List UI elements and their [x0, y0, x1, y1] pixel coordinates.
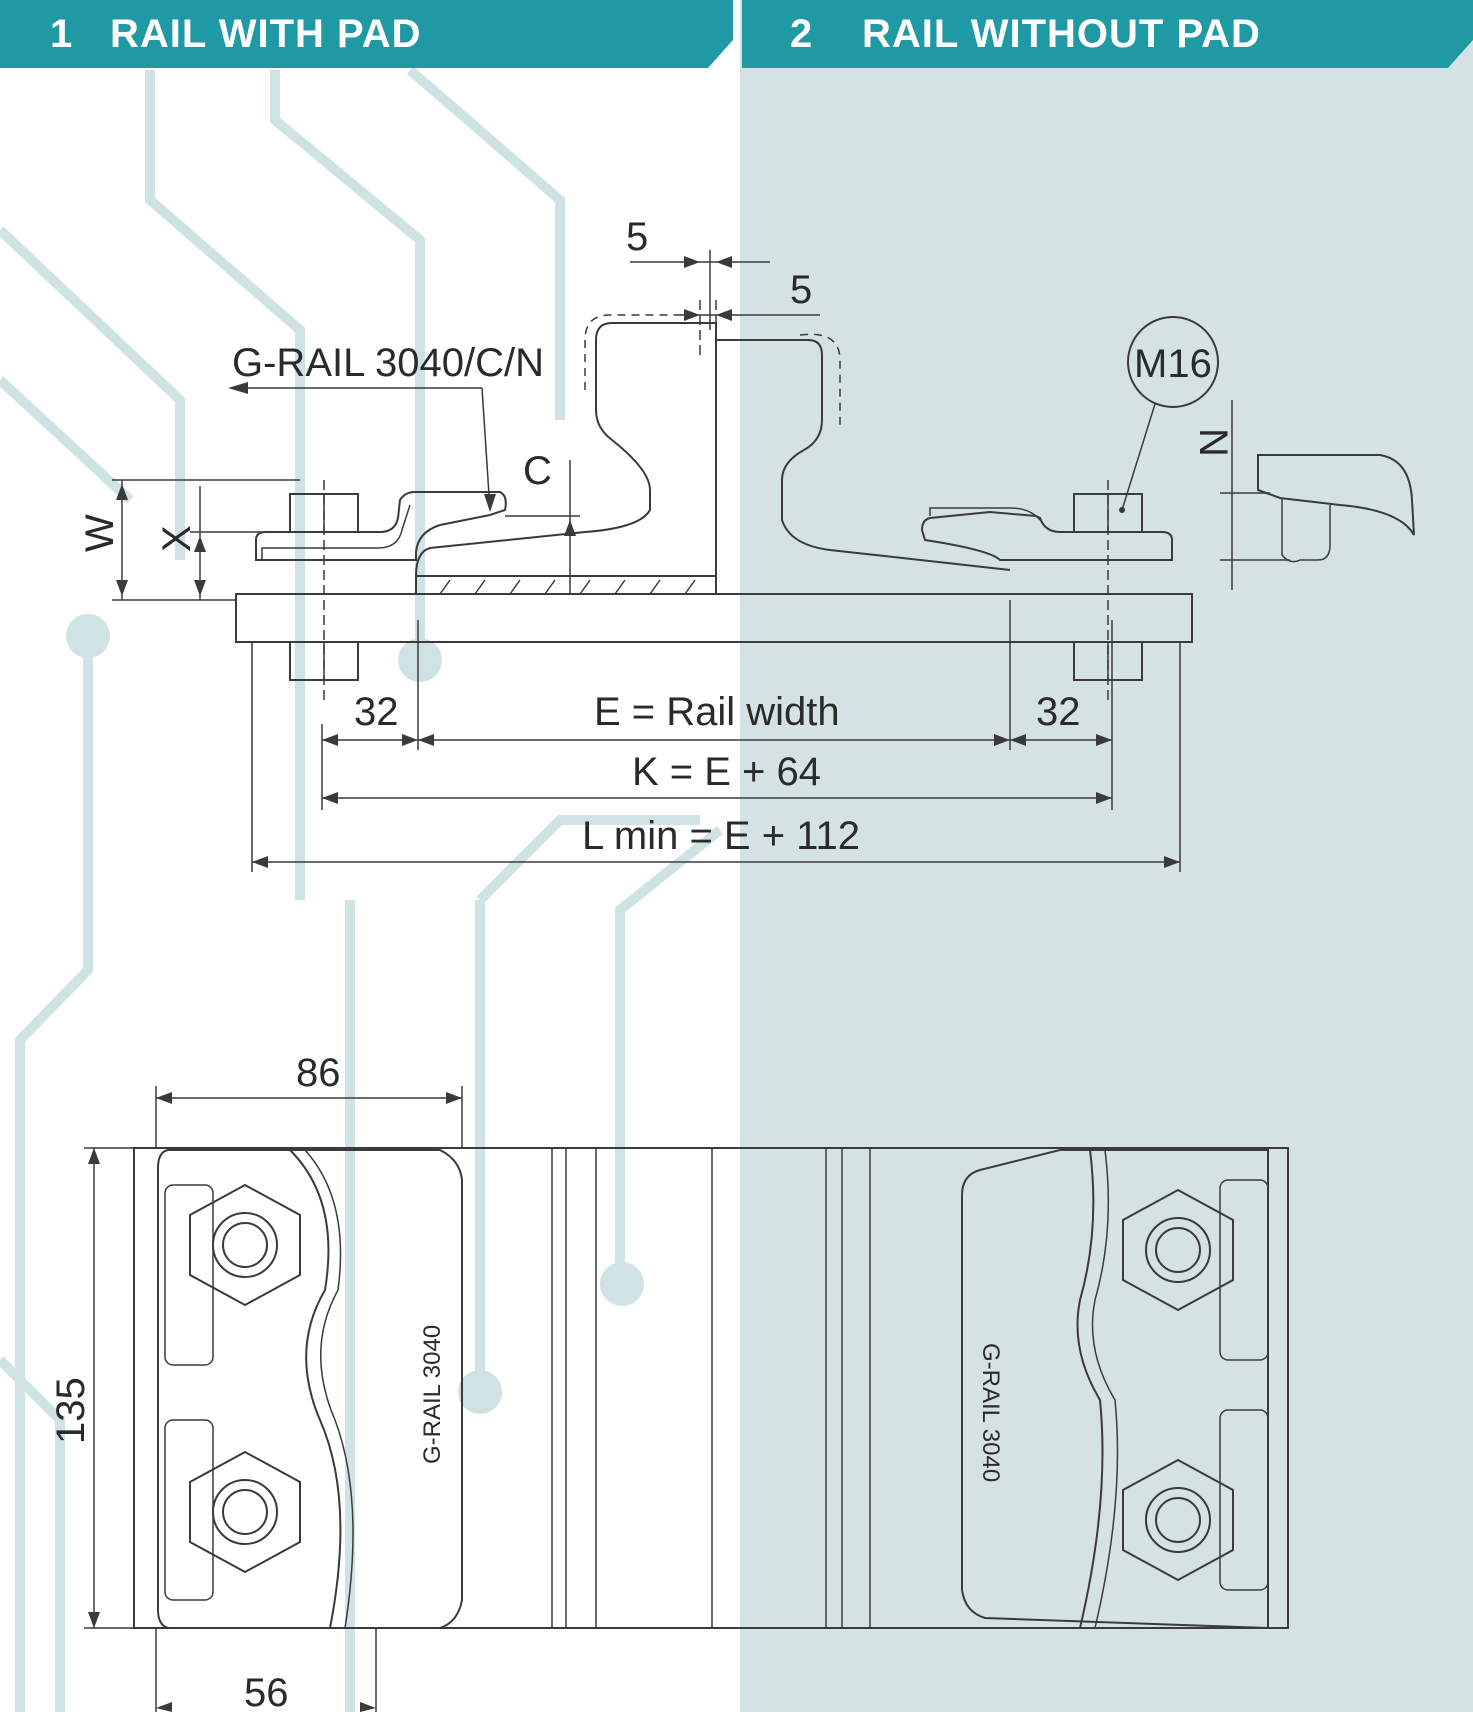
banner-1-number: 1: [50, 11, 74, 56]
right-clip-side: [920, 510, 1173, 561]
clip-left-text: G-RAIL 3040: [419, 1325, 446, 1464]
nose-detail: [1257, 454, 1415, 536]
right-nut-bottom-plan: [1122, 1458, 1234, 1582]
dim-x-label: X: [155, 525, 199, 552]
right-panel-background: [740, 0, 1473, 1712]
dim-n-label: N: [1191, 428, 1235, 457]
banner-rail-without-pad: 2 RAIL WITHOUT PAD: [742, 0, 1473, 68]
right-nut-top-plan: [1122, 1188, 1234, 1312]
left-nut-bottom-plan: [189, 1450, 301, 1574]
left-nut-top-plan: [189, 1183, 301, 1307]
rail-profile-left: [415, 322, 717, 577]
bolt-size-label: M16: [1134, 342, 1212, 386]
base-plate: [235, 593, 1193, 643]
dim-w-label: W: [78, 514, 122, 552]
gap-right-label: 5: [790, 268, 812, 312]
gap-top-label: 5: [626, 215, 648, 259]
clip-right-text: G-RAIL 3040: [977, 1343, 1004, 1482]
side-left-label: 32: [354, 690, 399, 734]
plan-base-plate: [133, 1147, 1289, 1629]
dim-c-label: C: [523, 449, 552, 493]
circuit-decoration: [0, 66, 724, 1712]
rail-profile-right: [716, 339, 1011, 571]
m16-balloon: [1127, 316, 1219, 408]
width-86-label: 86: [296, 1051, 341, 1095]
plan-view: [84, 1086, 1289, 1712]
side-right-label: 32: [1036, 690, 1081, 734]
width-56-label: 56: [244, 1671, 289, 1712]
banner-1-title: RAIL WITH PAD: [110, 11, 422, 56]
banner-1-shape: [0, 0, 733, 68]
side-elevation: [112, 250, 1415, 872]
l-formula-label: L min = E + 112: [582, 814, 860, 858]
left-clip-side: [255, 491, 507, 561]
left-panel-background: [0, 0, 740, 1712]
banner-2-title: RAIL WITHOUT PAD: [862, 11, 1261, 56]
e-formula-label: E = Rail width: [594, 690, 840, 734]
height-135-label: 135: [49, 1377, 93, 1444]
banner-rail-with-pad: 1 RAIL WITH PAD: [0, 0, 733, 68]
k-formula-label: K = E + 64: [632, 750, 821, 794]
product-code-label: G-RAIL 3040/C/N: [232, 341, 544, 385]
rail-pad: [415, 575, 717, 595]
banner-2-shape: [742, 0, 1473, 68]
banner-2-number: 2: [790, 11, 814, 56]
